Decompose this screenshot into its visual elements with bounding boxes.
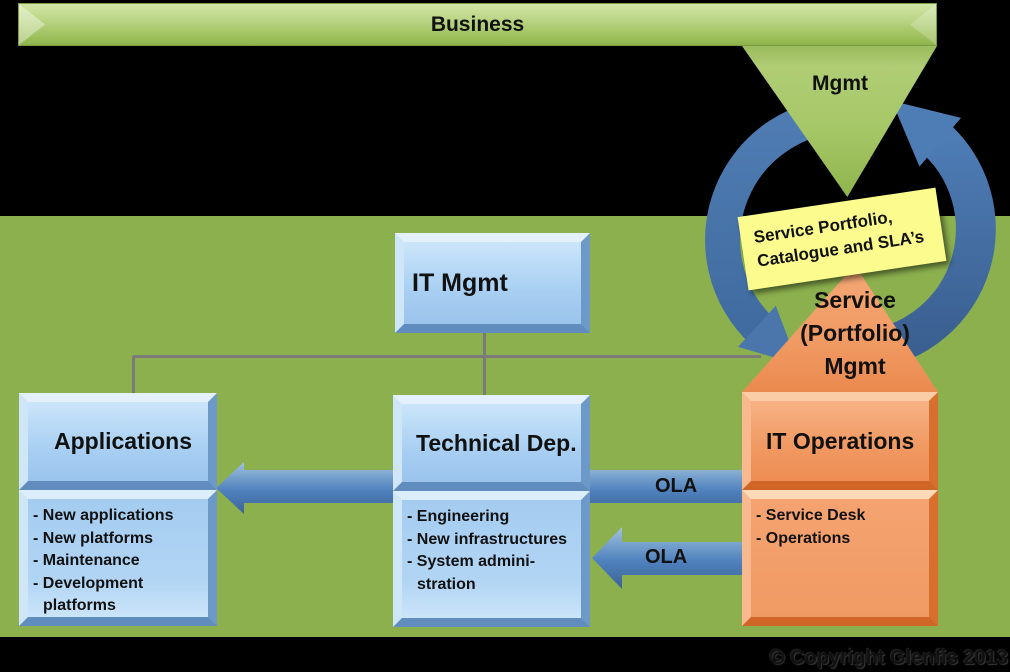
caption-line: (Portfolio) (800, 320, 910, 346)
it-operations-title: IT Operations (766, 427, 915, 454)
ola-label: OLA (645, 546, 688, 568)
list-item: - Engineering (407, 508, 510, 525)
applications-list: - New applications - New platforms - Mai… (19, 490, 217, 626)
mgmt-label: Mgmt (812, 72, 868, 95)
technical-dep-title: Technical Dep. (416, 429, 577, 456)
caption-line: Mgmt (824, 353, 886, 379)
business-label: Business (430, 12, 525, 36)
technical-dep-list: - Engineering - New infrastructures - Sy… (393, 491, 590, 627)
list-item: - New infrastructures (407, 530, 568, 548)
list-item: platforms (43, 597, 116, 614)
service-portfolio-mgmt-caption: Service (Portfolio) Mgmt (755, 284, 955, 383)
applications-title: Applications (54, 428, 193, 454)
list-item: - Service Desk (756, 507, 866, 524)
cycle-arrow-right-icon (865, 100, 996, 370)
list-item: - Maintenance (33, 552, 140, 569)
caption-line: Service (814, 287, 896, 313)
it-mgmt-box: IT Mgmt (395, 233, 590, 333)
bar-bevel-left (19, 4, 45, 45)
connector-line-technical (483, 332, 486, 396)
list-item: - New applications (33, 507, 174, 524)
applications-box: Applications (19, 393, 217, 490)
copyright-text: © Copyright Glenfis 2013 (769, 647, 1008, 669)
list-item: - System admini- (407, 553, 536, 570)
list-item: - Operations (756, 529, 851, 547)
connector-horizontal-line (133, 355, 761, 358)
list-item: stration (417, 575, 476, 593)
technical-dep-box: Technical Dep. (393, 395, 590, 491)
business-bar: Business (18, 3, 937, 46)
connector-line-applications (132, 356, 135, 394)
list-item: - Development (33, 574, 144, 592)
bar-bevel-right (910, 4, 936, 45)
it-operations-list: - Service Desk - Operations (742, 490, 938, 626)
list-item: - New platforms (33, 529, 154, 547)
ola-label: OLA (655, 475, 698, 497)
it-operations-box: IT Operations (742, 392, 938, 490)
it-mgmt-title: IT Mgmt (412, 268, 508, 297)
